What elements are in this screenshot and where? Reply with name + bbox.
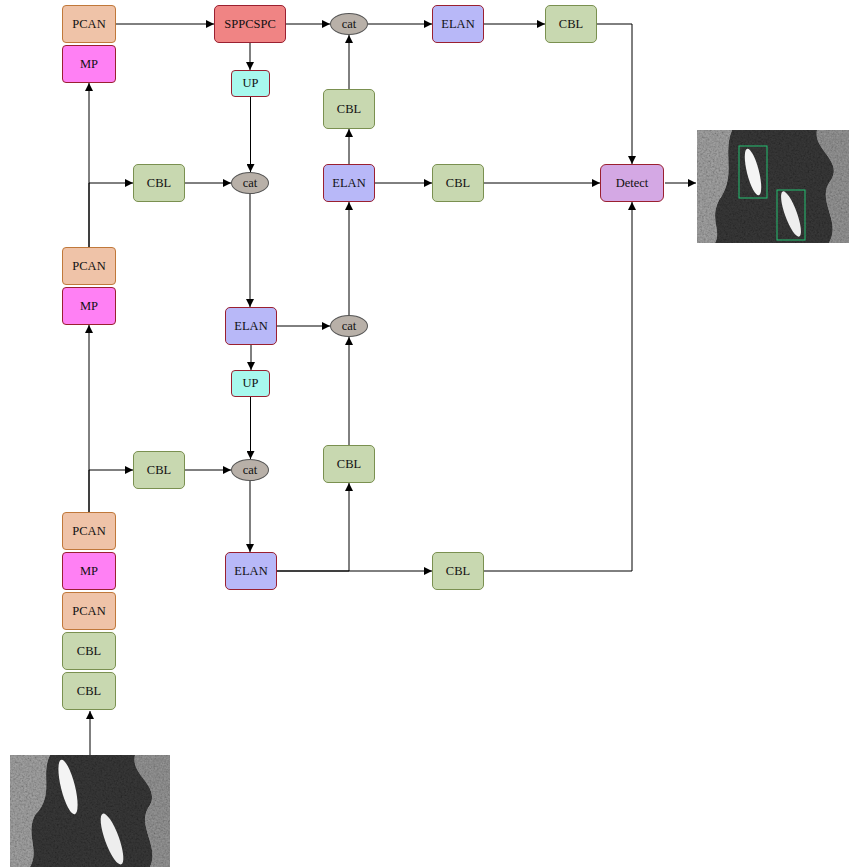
pcan-block: PCAN [62, 247, 116, 285]
flow-arrow [484, 202, 632, 571]
flow-arrow [286, 24, 330, 25]
block-label: ELAN [234, 565, 267, 578]
block-label: CBL [337, 103, 361, 116]
block-label: CBL [77, 685, 101, 698]
flow-arrow [185, 470, 231, 471]
concat-node: cat [330, 315, 368, 337]
block-label: CBL [559, 18, 583, 31]
block-label: SPPCSPC [224, 18, 275, 31]
flow-arrow [349, 337, 350, 445]
block-label: CBL [147, 464, 171, 477]
cbl-block: CBL [323, 89, 375, 129]
flow-arrow [368, 24, 432, 25]
block-label: MP [80, 58, 98, 71]
block-label: UP [243, 377, 259, 390]
block-label: PCAN [72, 525, 105, 538]
flow-arrow [277, 571, 432, 572]
pcan-block: PCAN [62, 512, 116, 550]
elan-block: ELAN [225, 552, 277, 590]
block-label: MP [80, 300, 98, 313]
flow-arrow [277, 326, 330, 327]
cbl-block: CBL [432, 552, 484, 590]
block-label: PCAN [72, 605, 105, 618]
output-arrow [665, 183, 696, 184]
block-label: UP [243, 77, 259, 90]
flow-arrow [349, 35, 350, 89]
flow-arrow [349, 129, 350, 164]
pcan-block: PCAN [62, 592, 116, 630]
flow-arrow [349, 202, 350, 315]
cbl-block: CBL [133, 164, 185, 202]
block-label: Detect [616, 177, 649, 190]
flow-arrow [89, 470, 133, 512]
block-label: CBL [446, 177, 470, 190]
cbl-block: CBL [62, 632, 116, 670]
block-label: cat [342, 18, 357, 31]
block-label: cat [342, 320, 357, 333]
upsample-block: UP [231, 370, 270, 397]
block-label: ELAN [441, 18, 474, 31]
flow-arrow [484, 183, 600, 184]
input-arrow [90, 711, 91, 755]
maxpool-block: MP [62, 45, 116, 83]
block-label: CBL [337, 458, 361, 471]
maxpool-block: MP [62, 287, 116, 325]
input-sar-image [10, 755, 170, 867]
flow-arrow [250, 481, 251, 552]
concat-node: cat [231, 172, 269, 194]
cbl-block: CBL [62, 672, 116, 710]
maxpool-block: MP [62, 552, 116, 590]
pcan-block: PCAN [62, 5, 116, 43]
block-label: ELAN [332, 177, 365, 190]
flow-arrow [250, 43, 251, 70]
flow-arrow [185, 183, 231, 184]
block-label: PCAN [72, 260, 105, 273]
elan-block: ELAN [432, 5, 484, 43]
concat-node: cat [231, 459, 269, 481]
flow-arrow [250, 97, 251, 172]
flow-arrow [597, 24, 632, 164]
concat-node: cat [330, 13, 368, 35]
flow-arrow [251, 345, 252, 370]
block-label: CBL [446, 565, 470, 578]
detect-head: Detect [600, 164, 664, 202]
output-detection-image [697, 130, 849, 243]
flow-arrow [250, 397, 251, 459]
flow-arrow [116, 24, 214, 25]
cbl-block: CBL [432, 164, 484, 202]
cbl-block: CBL [545, 5, 597, 43]
block-label: ELAN [234, 320, 267, 333]
cbl-block: CBL [133, 451, 185, 489]
upsample-block: UP [231, 70, 270, 97]
cbl-block: CBL [323, 445, 375, 483]
flow-arrow [277, 483, 349, 571]
block-label: cat [243, 464, 258, 477]
flow-arrow [375, 183, 432, 184]
block-label: CBL [77, 645, 101, 658]
block-label: CBL [147, 177, 171, 190]
flow-arrow [484, 24, 545, 25]
block-label: PCAN [72, 18, 105, 31]
flow-arrow [250, 194, 251, 307]
sppcspc-block: SPPCSPC [214, 5, 286, 43]
block-label: MP [80, 565, 98, 578]
block-label: cat [243, 177, 258, 190]
elan-block: ELAN [323, 164, 375, 202]
flow-arrow [89, 183, 133, 247]
elan-block: ELAN [225, 307, 277, 345]
